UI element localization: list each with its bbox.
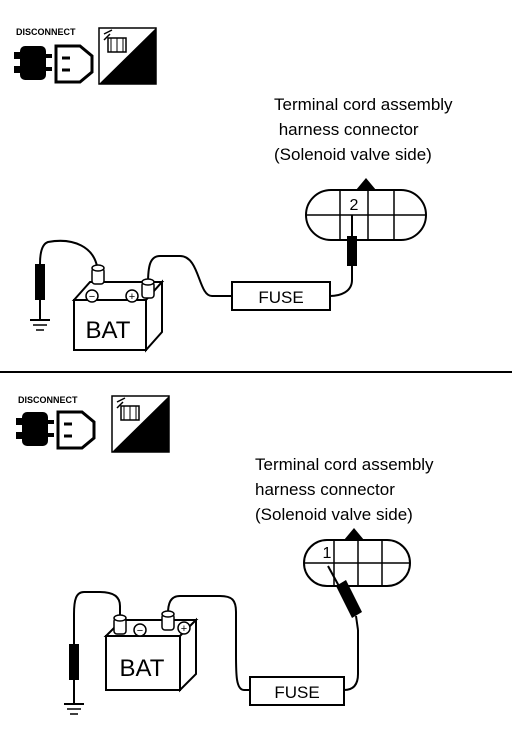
ts-label: T.S.: [142, 436, 164, 451]
battery-neg-symbol: −: [137, 625, 143, 637]
connector-disconnect-icon: DISCONNECT: [14, 27, 94, 84]
diagram-top-svg: DISCONNECT T.S. Terminal cord assembly h…: [14, 27, 453, 353]
diagram-bottom-svg: DISCONNECT T.S. Terminal cord assembly h…: [16, 395, 434, 715]
tester-icon: T.S.: [98, 27, 157, 85]
battery-pos-symbol: +: [129, 291, 135, 303]
wire-fuse-to-probe: [329, 279, 353, 297]
connector-label-line-3: (Solenoid valve side): [274, 145, 432, 164]
diagram-panel-top: DISCONNECT T.S. Terminal cord assembly h…: [0, 0, 512, 372]
wire-negative: [73, 591, 121, 644]
tester-icon: T.S.: [111, 395, 170, 453]
connector-label-line-2: harness connector: [274, 120, 419, 139]
connector-disconnect-icon: DISCONNECT: [16, 395, 96, 450]
disconnect-label: DISCONNECT: [18, 395, 78, 405]
probe-bottom: [327, 565, 362, 631]
wire-battery-to-fuse: [147, 255, 232, 297]
fuse: FUSE: [231, 281, 331, 311]
disconnect-label: DISCONNECT: [16, 27, 76, 37]
wire-battery-to-fuse: [167, 595, 250, 691]
wire-fuse-to-probe: [343, 630, 359, 691]
battery-neg-symbol: −: [89, 291, 95, 303]
battery: − + BAT: [103, 610, 199, 693]
wire-negative: [39, 239, 99, 277]
probe-top: [347, 215, 357, 280]
panel-divider: [0, 371, 512, 373]
battery-pos-symbol: +: [181, 623, 187, 635]
battery-label: BAT: [120, 655, 165, 682]
battery-label: BAT: [86, 317, 131, 344]
terminal-number: 1: [323, 545, 332, 562]
connector-label-line-1: Terminal cord assembly: [274, 95, 453, 114]
terminal-number: 2: [350, 197, 359, 214]
harness-connector: 2: [305, 178, 427, 241]
ground-probe: [30, 264, 50, 331]
battery: − + BAT: [71, 264, 165, 353]
ts-label: T.S.: [129, 68, 151, 83]
fuse: FUSE: [249, 676, 345, 706]
connector-label-line-1: Terminal cord assembly: [255, 455, 434, 474]
fuse-label: FUSE: [274, 683, 319, 702]
ground-probe: [64, 644, 84, 715]
connector-label-line-3: (Solenoid valve side): [255, 505, 413, 524]
harness-connector: 1: [303, 528, 411, 587]
connector-label-line-2: harness connector: [255, 480, 395, 499]
diagram-panel-bottom: DISCONNECT T.S. Terminal cord assembly h…: [0, 374, 512, 748]
fuse-label: FUSE: [258, 288, 303, 307]
